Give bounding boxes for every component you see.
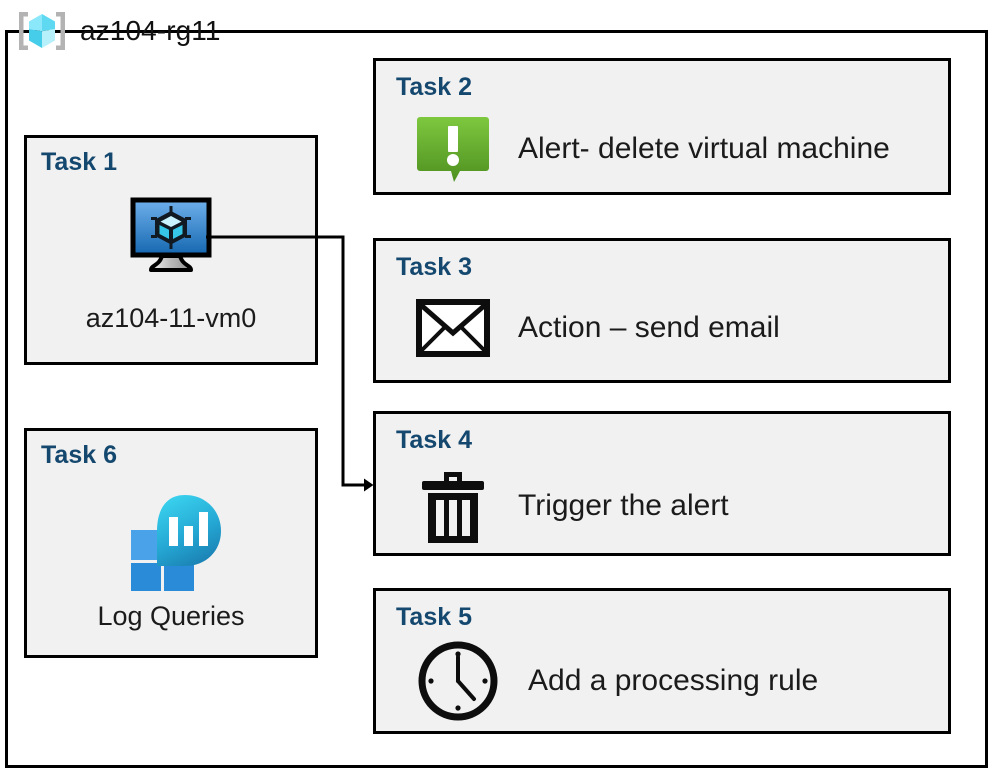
- task-4-label: Task 4: [396, 426, 472, 454]
- task-4-row: Trigger the alert: [416, 466, 729, 546]
- task-1-caption: az104-11-vm0: [85, 303, 257, 333]
- task-3-label: Task 3: [396, 253, 472, 281]
- task-4-text: Trigger the alert: [518, 489, 729, 522]
- task-5-box[interactable]: Task 5 Add a processing rule: [373, 588, 951, 734]
- task-2-text: Alert- delete virtual machine: [518, 132, 890, 165]
- task-2-label: Task 2: [396, 73, 472, 101]
- task-6-box[interactable]: Task 6: [24, 428, 318, 658]
- task-3-box[interactable]: Task 3 Action – send email: [373, 238, 951, 383]
- task-5-label: Task 5: [396, 603, 472, 631]
- task-3-row: Action – send email: [416, 299, 780, 357]
- task-1-box[interactable]: Task 1: [24, 135, 318, 365]
- task-2-box[interactable]: Task 2 Alert- delete virtual machine: [373, 58, 951, 195]
- task-4-box[interactable]: Task 4 Trigger the alert: [373, 411, 951, 556]
- task-2-row: Alert- delete virtual machine: [416, 113, 890, 185]
- task-5-text: Add a processing rule: [528, 664, 819, 697]
- envelope-icon: [416, 299, 490, 357]
- log-analytics-icon: [131, 495, 221, 591]
- clock-icon: [418, 641, 498, 721]
- task-6-icon-wrap: [27, 487, 315, 591]
- task-1-icon-wrap: [27, 196, 315, 278]
- resource-group-container: [5, 30, 988, 768]
- azure-resource-group-icon: [19, 12, 65, 50]
- resource-group-header: az104-rg11: [14, 5, 221, 57]
- alert-bubble-icon: [417, 117, 489, 182]
- task-6-label: Task 6: [41, 441, 117, 469]
- header-border-gap: [26, 53, 288, 69]
- task-3-text: Action – send email: [518, 311, 780, 344]
- trash-can-icon: [422, 472, 484, 543]
- virtual-machine-icon: [130, 197, 212, 272]
- resource-group-name: az104-rg11: [80, 15, 221, 46]
- task-1-label: Task 1: [41, 148, 117, 176]
- task-5-row: Add a processing rule: [416, 639, 818, 723]
- task-6-caption: Log Queries: [97, 601, 245, 631]
